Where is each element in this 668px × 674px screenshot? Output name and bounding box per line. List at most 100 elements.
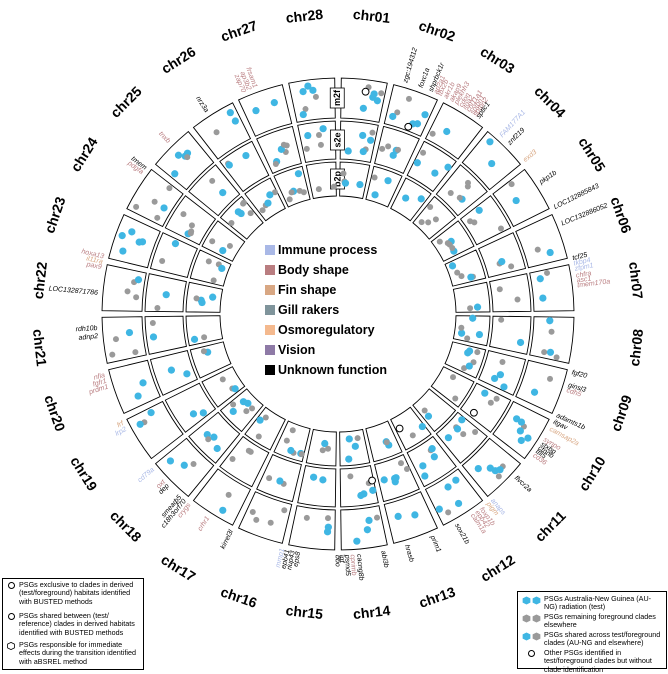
gene-label: abi3b bbox=[379, 550, 389, 568]
sector-chr26-ring-1 bbox=[192, 102, 252, 160]
sector-chr15-ring-1 bbox=[288, 505, 336, 551]
sector-chr25-ring-2 bbox=[188, 164, 241, 217]
chromosome-label-chr05: chr05 bbox=[575, 134, 609, 174]
psg-point bbox=[154, 214, 161, 221]
gene-label: hrasb bbox=[403, 544, 415, 563]
sector-chr27-ring-3 bbox=[273, 165, 311, 208]
psg-point bbox=[180, 211, 187, 218]
method-legend-item: PSGs shared between (test/ reference) cl… bbox=[3, 611, 143, 637]
psg-point bbox=[536, 275, 544, 283]
psg-point bbox=[481, 389, 489, 397]
psg-point bbox=[499, 359, 506, 366]
psg-point bbox=[154, 304, 161, 311]
chromosome-label-chr20: chr20 bbox=[41, 393, 69, 434]
psg-point bbox=[425, 219, 432, 226]
psg-point bbox=[234, 208, 242, 216]
psg-point bbox=[513, 415, 521, 423]
psg-point bbox=[276, 477, 284, 485]
open-circle-icon bbox=[518, 649, 544, 657]
psg-point bbox=[253, 516, 260, 523]
legend-swatch bbox=[265, 285, 275, 295]
clade-legend-text: PSGs shared across test/foreground clade… bbox=[544, 630, 661, 648]
psg-point bbox=[240, 199, 247, 206]
chromosome-label-chr08: chr08 bbox=[626, 328, 646, 367]
psg-point bbox=[112, 336, 119, 343]
sector-chr27-ring-1 bbox=[237, 84, 293, 137]
psg-point bbox=[448, 262, 457, 270]
psg-point bbox=[445, 509, 452, 516]
psg-point bbox=[452, 476, 460, 484]
sector-chr11-ring-3 bbox=[412, 388, 457, 433]
chromosome-label-chr09: chr09 bbox=[607, 393, 635, 434]
psg-point bbox=[219, 247, 227, 255]
psg-point bbox=[394, 512, 402, 521]
psg-point bbox=[508, 181, 515, 188]
psg-point bbox=[464, 335, 471, 342]
gene-label: tkbp4 bbox=[573, 257, 591, 267]
psg-point bbox=[136, 420, 144, 428]
sector-chr18-ring-3 bbox=[219, 388, 264, 433]
sector-chr28-ring-3 bbox=[305, 161, 337, 200]
psg-point bbox=[264, 199, 272, 207]
psg-point bbox=[213, 444, 221, 453]
psg-point bbox=[530, 388, 539, 396]
method-legend-item: PSGs responsible for immediate effects d… bbox=[3, 640, 143, 666]
psg-point bbox=[247, 210, 254, 217]
sector-chr05-ring-1 bbox=[492, 168, 550, 228]
psg-point bbox=[512, 196, 520, 205]
psg-point bbox=[325, 515, 332, 522]
psg-point bbox=[516, 338, 525, 347]
chromosome-label-chr03: chr03 bbox=[478, 43, 518, 77]
sector-chr17-ring-2 bbox=[219, 435, 270, 488]
psg-point bbox=[299, 110, 307, 119]
gene-label: fgf20 bbox=[571, 369, 588, 380]
psg-point bbox=[395, 146, 402, 153]
gene-label: cprimb bbox=[349, 554, 357, 576]
psg-point bbox=[380, 476, 388, 484]
sector-chr11-ring-2 bbox=[435, 411, 488, 464]
gene-label: chfra bbox=[575, 270, 592, 279]
gene-label: cdh5 bbox=[565, 387, 582, 398]
chromosome-label-chr21: chr21 bbox=[30, 328, 50, 367]
sector-chr23-ring-1 bbox=[108, 213, 161, 269]
psg-point bbox=[119, 247, 127, 255]
psg-point bbox=[199, 409, 207, 417]
sector-chr21-ring-2 bbox=[144, 315, 187, 355]
psg-point bbox=[359, 131, 367, 140]
sector-chr09-ring-1 bbox=[515, 359, 568, 415]
chromosome-label-chr19: chr19 bbox=[67, 454, 101, 494]
psg-point bbox=[324, 523, 332, 531]
psg-point bbox=[374, 514, 381, 521]
sector-chr17-ring-1 bbox=[192, 468, 252, 526]
psg-point bbox=[286, 196, 293, 203]
gene-label: pkp1b bbox=[538, 170, 559, 187]
psg-point bbox=[272, 161, 279, 168]
gene-label: LOC132871786 bbox=[48, 285, 98, 296]
sector-chr26-ring-2 bbox=[219, 140, 270, 193]
sector-chr24-ring-1 bbox=[126, 168, 184, 228]
gene-label: tcf25 bbox=[572, 252, 588, 262]
method-legend: PSGs exclusive to clades in derived (tes… bbox=[2, 578, 144, 670]
psg-point bbox=[419, 462, 427, 470]
psg-point bbox=[190, 335, 199, 343]
psg-point bbox=[226, 109, 234, 117]
psg-point bbox=[447, 190, 454, 197]
psg-point bbox=[289, 427, 296, 434]
psg-point bbox=[411, 511, 419, 519]
psg-point bbox=[383, 439, 390, 446]
psg-point bbox=[198, 298, 206, 307]
psg-point bbox=[174, 151, 183, 159]
clade-legend-text: PSGs Australia-New Guinea (AU-NG) radiat… bbox=[544, 594, 652, 612]
psg-point bbox=[454, 499, 463, 508]
sector-chr08-ring-3 bbox=[452, 315, 491, 347]
psg-point bbox=[309, 86, 317, 94]
clade-legend-item: PSGs Australia-New Guinea (AU-NG) radiat… bbox=[518, 594, 666, 612]
psg-point bbox=[403, 466, 410, 473]
gray-hexagon-icon bbox=[518, 613, 544, 623]
psg-point bbox=[369, 129, 376, 136]
psg-point bbox=[409, 432, 416, 439]
psg-point bbox=[259, 207, 266, 214]
gene-label: rdh10b bbox=[75, 325, 97, 333]
gene-label: frf bbox=[116, 420, 126, 430]
sector-chr01-ring-1 bbox=[340, 77, 388, 123]
